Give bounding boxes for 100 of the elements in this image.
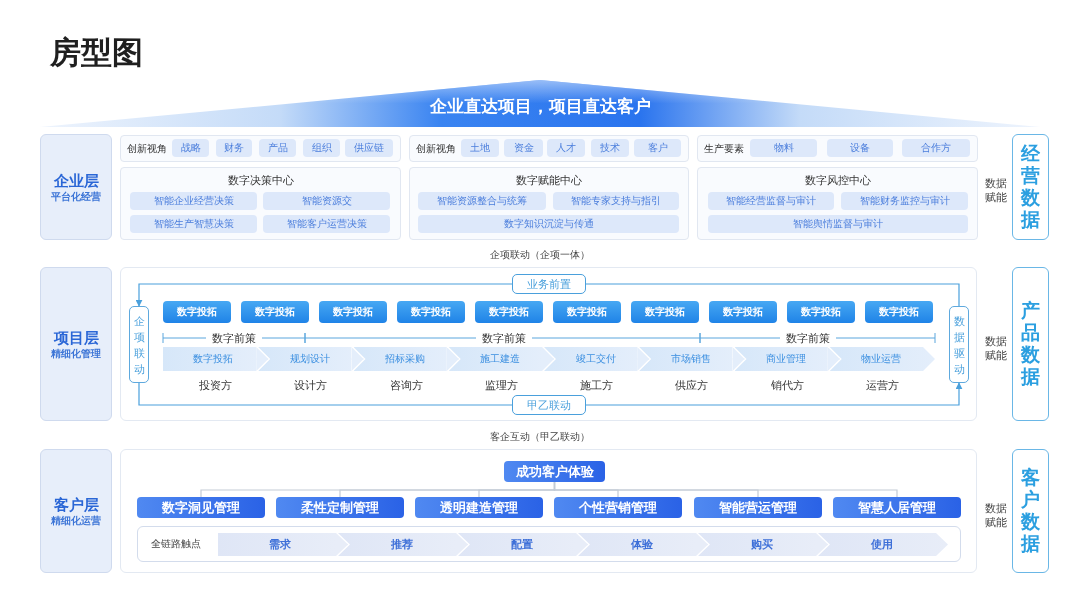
chevron-arrow bbox=[695, 533, 709, 556]
process-step: 市场销售 bbox=[639, 347, 733, 371]
tag-chip: 财务 bbox=[216, 139, 252, 157]
category-panel bbox=[697, 135, 978, 162]
management-tile: 透明建造管理 bbox=[415, 497, 543, 518]
chevron-arrow bbox=[731, 347, 746, 371]
tag-chip: 智能客户运营决策 bbox=[263, 215, 390, 233]
stage-tile: 数字投拓 bbox=[319, 301, 387, 323]
party-label: 施工方 bbox=[580, 378, 614, 392]
panel-heading: 数字决策中心 bbox=[227, 173, 294, 187]
chevron-arrow bbox=[541, 347, 555, 371]
chevron-arrow bbox=[455, 533, 469, 556]
layer-link-note: 企项联动（企项一体） bbox=[490, 248, 590, 261]
process-step: 招标采购 bbox=[353, 347, 447, 371]
stage-tile: 数字投拓 bbox=[631, 301, 699, 323]
management-tile: 智慧人居管理 bbox=[833, 497, 961, 518]
page-title: 房型图 bbox=[50, 34, 143, 72]
tag-chip: 智能资源交 bbox=[263, 192, 390, 210]
category-panel bbox=[120, 135, 401, 162]
tag-chip: 设备 bbox=[827, 139, 893, 157]
stage-tile: 数字投拓 bbox=[241, 301, 309, 323]
stage-tile: 数字投拓 bbox=[553, 301, 621, 323]
party-label: 咨询方 bbox=[389, 378, 423, 392]
layer-subtitle: 精细化管理 bbox=[51, 347, 101, 360]
panel-heading: 创新视角 bbox=[127, 142, 167, 156]
process-step: 竣工交付 bbox=[544, 347, 638, 371]
touchpoint-panel bbox=[137, 526, 961, 562]
party-label: 投资方 bbox=[199, 378, 233, 392]
tag-chip: 物料 bbox=[750, 139, 817, 157]
tag-chip: 战略 bbox=[172, 139, 209, 157]
side-data-panel: 客户数据 bbox=[1012, 449, 1049, 573]
chevron-arrow bbox=[827, 347, 841, 371]
tag-chip: 土地 bbox=[461, 139, 499, 157]
stage-tile: 数字投拓 bbox=[709, 301, 777, 323]
side-note: 数据赋能 bbox=[985, 501, 1008, 529]
chevron-arrow bbox=[255, 347, 269, 371]
panel-heading: 创新视角 bbox=[416, 142, 456, 156]
experience-tile: 成功客户体验 bbox=[504, 461, 605, 482]
layer-title: 客户层 bbox=[53, 495, 99, 514]
linkage-tag: 企项联动 bbox=[129, 306, 149, 383]
management-tile: 个性营销管理 bbox=[554, 497, 682, 518]
layer-subtitle: 精细化运营 bbox=[51, 514, 101, 527]
panel-heading: 数字赋能中心 bbox=[516, 173, 582, 187]
tag-chip: 资金 bbox=[504, 139, 543, 157]
connector-arrow bbox=[135, 283, 960, 307]
layer-title: 项目层 bbox=[53, 328, 99, 347]
layer-link-note: 客企互动（甲乙联动） bbox=[490, 430, 590, 443]
connector-arrow bbox=[138, 382, 963, 406]
chevron-arrow bbox=[575, 533, 589, 556]
management-tile: 数字洞见管理 bbox=[137, 497, 265, 518]
journey-step: 购买 bbox=[698, 533, 816, 556]
layer-label-panel bbox=[40, 267, 112, 421]
side-note: 数据赋能 bbox=[985, 176, 1008, 204]
party-label: 监理方 bbox=[484, 378, 518, 392]
center-panel bbox=[697, 167, 978, 240]
linkage-tag: 数据驱动 bbox=[949, 306, 969, 383]
tag-chip: 智能生产智慧决策 bbox=[130, 215, 257, 233]
category-panel bbox=[409, 135, 689, 162]
tag-chip: 智能财务监控与审计 bbox=[841, 192, 968, 210]
stage-tile: 数字投拓 bbox=[475, 301, 543, 323]
journey-step: 推荐 bbox=[338, 533, 456, 556]
process-step: 商业管理 bbox=[734, 347, 828, 371]
side-data-panel: 经营数据 bbox=[1012, 134, 1049, 240]
layer-label-panel bbox=[40, 134, 112, 240]
panel-heading: 数字风控中心 bbox=[804, 173, 871, 187]
tag-chip: 人才 bbox=[547, 139, 585, 157]
tag-chip: 合作方 bbox=[902, 139, 970, 157]
tag-chip: 智能经营监督与审计 bbox=[708, 192, 834, 210]
edge-label: 业务前置 bbox=[512, 274, 586, 294]
stage-tile: 数字投拓 bbox=[163, 301, 231, 323]
tag-chip: 客户 bbox=[634, 139, 681, 157]
process-step: 数字投拓 bbox=[163, 347, 257, 371]
party-label: 运营方 bbox=[865, 378, 899, 392]
side-note: 数据赋能 bbox=[985, 334, 1008, 362]
chevron-arrow bbox=[350, 347, 365, 371]
tag-chip: 智能企业经营决策 bbox=[130, 192, 257, 210]
bracket-label: 数字前策 bbox=[212, 331, 256, 345]
stage-tile: 数字投拓 bbox=[787, 301, 855, 323]
panel-heading: 全链路触点 bbox=[151, 537, 201, 551]
party-label: 供应方 bbox=[675, 378, 709, 392]
center-panel bbox=[120, 167, 401, 240]
process-step: 规划设计 bbox=[258, 347, 352, 371]
journey-step: 体验 bbox=[578, 533, 696, 556]
tag-chip: 智能资源整合与统筹 bbox=[418, 192, 546, 210]
layer-label-panel bbox=[40, 449, 112, 573]
journey-step: 使用 bbox=[818, 533, 948, 556]
tag-chip: 数字知识沉淀与传通 bbox=[418, 215, 679, 233]
tag-chip: 智能专家支持与指引 bbox=[553, 192, 679, 210]
tag-chip: 技术 bbox=[591, 139, 629, 157]
bracket-label: 数字前策 bbox=[786, 331, 830, 345]
party-label: 设计方 bbox=[294, 378, 328, 392]
tag-chip: 智能舆情监督与审计 bbox=[708, 215, 968, 233]
chevron-arrow bbox=[446, 347, 460, 371]
tag-chip: 供应链 bbox=[345, 139, 393, 157]
side-data-panel: 产品数据 bbox=[1012, 267, 1049, 421]
chevron-arrow bbox=[636, 347, 650, 371]
stage-tile: 数字投拓 bbox=[397, 301, 465, 323]
center-panel bbox=[409, 167, 689, 240]
stage-tile: 数字投拓 bbox=[865, 301, 933, 323]
layer-subtitle: 平台化经营 bbox=[51, 190, 101, 203]
